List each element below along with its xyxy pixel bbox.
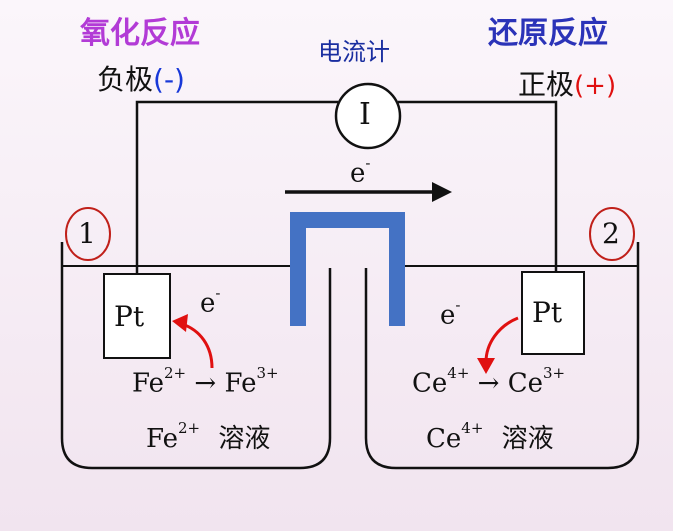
right-electrode-metal: Pt	[532, 296, 563, 329]
right-solution: Ce4+ 溶液	[426, 419, 554, 454]
negative-sign: (-)	[153, 63, 185, 96]
meter-circle-icon	[334, 82, 402, 150]
left-reaction-arrow: →	[194, 368, 217, 399]
meter-label: 电流计	[318, 38, 390, 66]
right-electron-label: e-	[440, 296, 461, 331]
negative-electrode-label: 负极(-)	[97, 58, 185, 98]
left-beaker	[60, 242, 332, 470]
right-reaction: Ce4+ → Ce3+	[412, 364, 566, 399]
meter-symbol: I	[359, 97, 371, 132]
circuit-wire	[135, 100, 558, 274]
positive-electrode-label: 正极(+)	[518, 63, 616, 103]
left-electron-label: e-	[200, 284, 221, 319]
negative-polarity-text: 负极	[97, 63, 154, 96]
right-electrode	[521, 271, 585, 355]
left-electrode-number: 1	[78, 217, 96, 250]
right-product: Ce	[507, 368, 544, 399]
right-beaker	[364, 242, 640, 470]
electron-flow-label: e-	[350, 154, 371, 189]
right-electron-transfer-curved-arrow-icon	[477, 316, 519, 374]
positive-sign: (+)	[574, 71, 617, 101]
left-product: Fe	[224, 368, 257, 399]
left-number-circle-icon	[65, 207, 111, 261]
right-number-circle-icon	[589, 207, 635, 261]
left-electrode	[103, 273, 171, 359]
positive-polarity-text: 正极	[518, 68, 575, 101]
right-reaction-arrow: →	[477, 368, 500, 399]
left-reaction: Fe2+ → Fe3+	[132, 364, 279, 399]
electron-flow-arrow-icon	[285, 182, 452, 202]
right-reactant: Ce	[412, 368, 448, 399]
oxidation-title: 氧化反应	[80, 16, 200, 51]
right-electrode-number: 2	[602, 217, 620, 250]
salt-bridge	[290, 212, 405, 326]
left-electron-transfer-curved-arrow-icon	[172, 314, 214, 369]
left-reactant: Fe	[132, 368, 165, 399]
left-electrode-metal: Pt	[114, 300, 145, 333]
left-solution: Fe2+ 溶液	[146, 419, 271, 454]
reduction-title: 还原反应	[488, 16, 608, 51]
